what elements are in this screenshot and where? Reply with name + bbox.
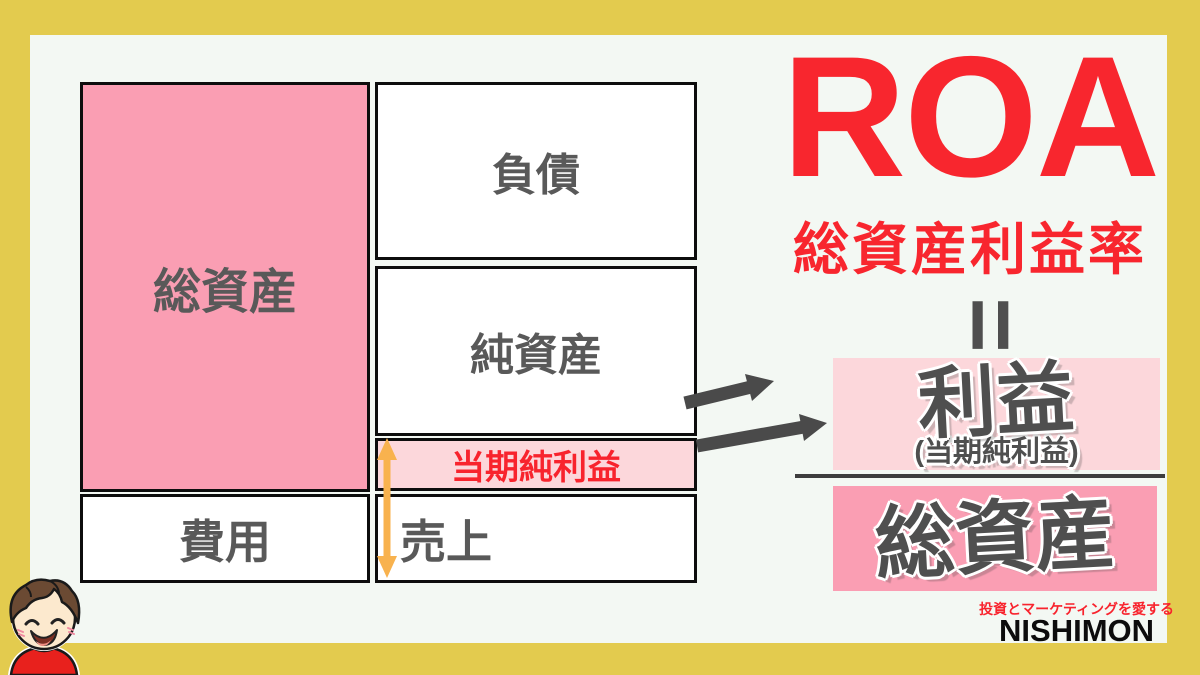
roa-title: ROA bbox=[781, 21, 1160, 213]
numerator-note: (当期純利益) bbox=[914, 435, 1079, 468]
fraction-numerator-box: 利益 (当期純利益) bbox=[833, 352, 1160, 470]
net-assets-label: 純資産 bbox=[470, 331, 602, 380]
mascot-character-icon bbox=[8, 578, 81, 675]
brand-logo: NISHIMON bbox=[999, 613, 1155, 648]
brand-tagline: 投資とマーケティングを愛する bbox=[979, 601, 1174, 617]
total-assets-label: 総資産 bbox=[152, 266, 297, 319]
liabilities-box: 負債 bbox=[375, 82, 697, 260]
expenses-label: 費用 bbox=[179, 515, 271, 568]
total-assets-box: 総資産 bbox=[80, 82, 370, 492]
mascot-head bbox=[9, 578, 81, 651]
expenses-box: 費用 bbox=[80, 494, 370, 583]
fraction-bar bbox=[795, 474, 1165, 478]
fraction-denominator-box: 総資産 bbox=[833, 486, 1157, 591]
denominator-label: 総資産 bbox=[872, 487, 1118, 589]
net-assets-box: 純資産 bbox=[375, 266, 697, 436]
net-income-band: 当期純利益 bbox=[375, 438, 697, 491]
branding-block: 投資とマーケティングを愛する NISHIMON bbox=[979, 602, 1174, 646]
numerator-label: 利益 bbox=[916, 352, 1077, 449]
net-income-label: 当期純利益 bbox=[451, 449, 621, 487]
liabilities-label: 負債 bbox=[492, 151, 580, 200]
sales-box: 売上 bbox=[375, 494, 697, 583]
sales-label: 売上 bbox=[400, 515, 492, 568]
roa-subtitle: 総資産利益率 bbox=[793, 218, 1147, 281]
